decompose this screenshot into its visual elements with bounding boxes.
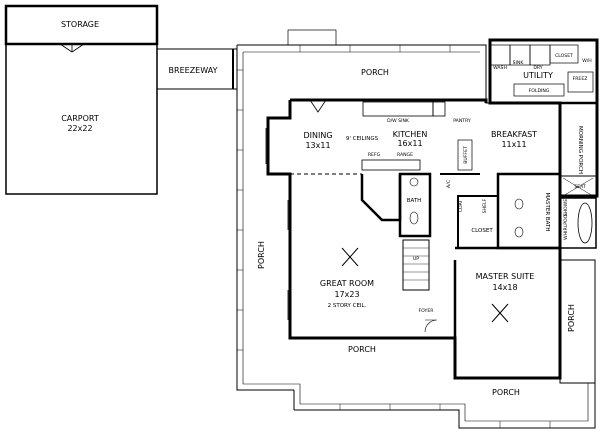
closet-label: CLOSET [471,228,493,234]
porch-left-label: PORCH [257,241,266,269]
range-label: RANGE [397,152,413,158]
refg-label: REFG [368,152,381,158]
dining-size: 13x11 [305,141,330,150]
carport-label: CARPORT [61,114,99,123]
carport-area [5,43,158,195]
wash-label: WASH [493,65,507,71]
breezeway-label: BREEZEWAY [169,66,218,75]
breakfast-label: BREAKFAST [491,130,537,139]
wh-label: W/H [582,58,592,64]
dw-sink-label: D/W SINK [387,118,410,124]
porch-top-label: PORCH [361,68,389,77]
right-porch-area [559,259,596,384]
folding-label: FOLDING [529,88,550,94]
whirlpool-label: WHIRLPOOL [563,212,569,240]
carport-size: 22x22 [67,124,92,133]
morning-porch-area [559,102,598,197]
pantry-label: PANTRY [453,118,471,124]
master-bath-label: MASTER BATH [544,192,550,231]
buffet-label: BUFFET [463,146,469,164]
breakfast-size: 11x11 [501,140,526,149]
foyer-label: FOYER [419,308,435,314]
master-suite-size: 14x18 [492,283,517,292]
dry-label: DRY [533,65,542,71]
porch-bottom-right-label: PORCH [492,388,520,397]
kitchen-size: 16x11 [397,139,422,148]
master-suite-label: MASTER SUITE [476,272,535,281]
great-room-label: GREAT ROOM [320,279,374,288]
coat-label: COAT [458,200,464,213]
kitchen-label: KITCHEN [393,130,428,139]
great-room-size: 17x23 [334,290,359,299]
porch-outline [236,44,596,429]
sink-label: SINK [513,60,525,66]
morning-porch-label: MORNING PORCH [577,126,583,174]
dining-label: DINING [303,131,332,140]
ac-label: A/C [446,180,452,188]
freez-label: FREEZ [573,76,588,82]
up-label: UP [413,256,419,262]
porch-bottom-label: PORCH [348,345,376,354]
stairs [402,239,430,291]
utility-room [488,38,599,105]
ceilings-note: 9' CEILINGS [346,136,379,142]
seat-label: SEAT [574,184,586,190]
storage-label: STORAGE [61,20,99,29]
closet-small-label: CLOSET [555,53,573,59]
shower-label: SHOWER [563,195,569,216]
great-room-note: 2 STORY CEIL. [328,303,367,309]
closet-area [457,195,499,249]
utility-label: UTILITY [523,71,553,80]
bath-room [398,172,432,238]
porch-right-label: PORCH [567,304,576,332]
shelf-label: SHELF [482,198,488,213]
bath-label: BATH [407,198,422,204]
